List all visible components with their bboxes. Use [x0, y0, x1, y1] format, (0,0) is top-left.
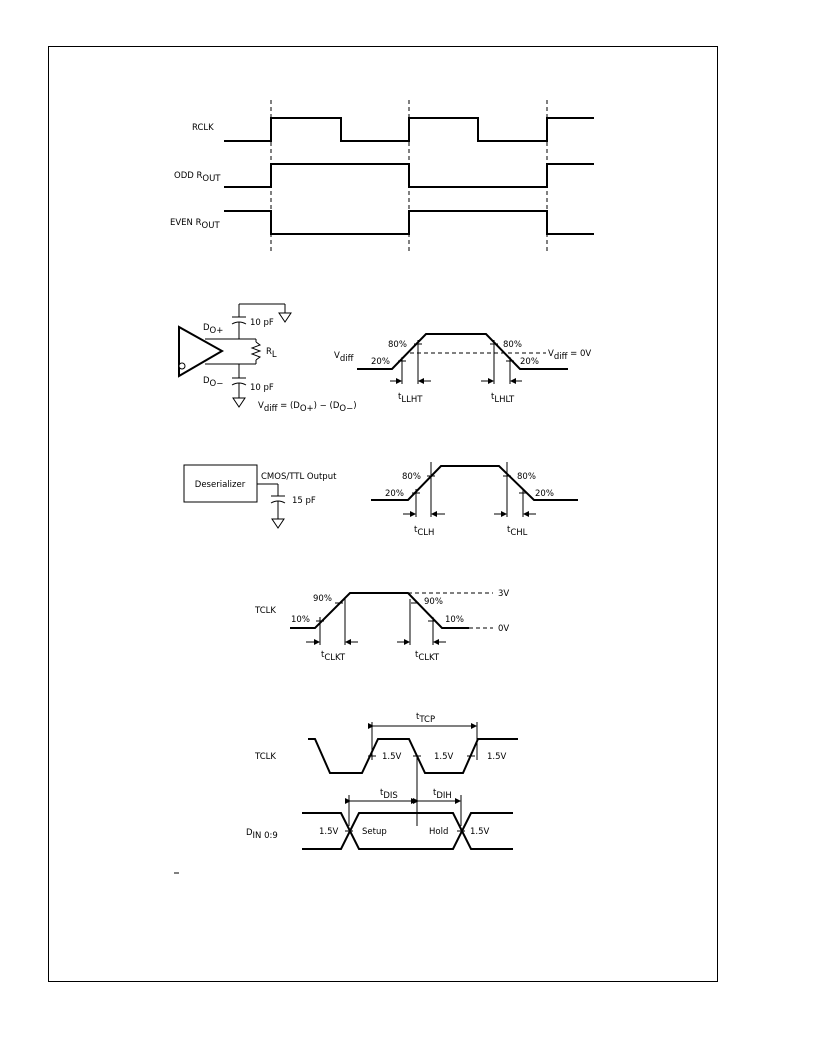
vdiff-waveform: [357, 333, 568, 370]
label-90-left: 90%: [313, 594, 332, 604]
resistor-icon: [250, 341, 262, 361]
label-80-right: 80%: [517, 472, 536, 482]
label-80-right: 80%: [503, 340, 522, 350]
vdiff-axis-label: Vdiff: [334, 351, 355, 364]
din-waveform-upper: [302, 812, 513, 850]
t-llht-label: tLLHT: [398, 392, 423, 405]
lvds-transition-timing: Vdiff 80% 20% 80% 20% Vdiff = 0V tLLHT t…: [334, 333, 591, 405]
t-dis-label: tDIS: [380, 788, 398, 801]
cmos-load-circuit: Deserializer CMOS/TTL Output 15 pF: [183, 464, 337, 529]
driver-inverting-bubble: [178, 362, 186, 370]
hold-label: Hold: [429, 827, 448, 837]
rclk-label: RCLK: [192, 123, 214, 133]
din-label: DIN 0:9: [246, 828, 278, 841]
label-80-left: 80%: [402, 472, 421, 482]
label-90-right: 90%: [424, 597, 443, 607]
ground-icon-top: [278, 312, 292, 323]
page-border: [48, 46, 718, 982]
label-20-left: 20%: [385, 489, 404, 499]
lvds-load-circuit: DO+ DO− 10 pF 10 pF RL Vdiff = (DO+) − (…: [178, 303, 357, 414]
cmos-output-label: CMOS/TTL Output: [261, 472, 337, 482]
cap-top-label: 10 pF: [250, 318, 274, 328]
even-rout-label: EVEN ROUT: [170, 218, 220, 231]
cmos-transition-timing: 80% 20% 80% 20% tCLH tCHL: [371, 462, 578, 538]
label-15v-4: 1.5V: [319, 827, 339, 837]
d-plus-label: DO+: [203, 323, 223, 336]
t-lhlt-label: tLHLT: [491, 392, 515, 405]
tclk-label: TCLK: [254, 606, 276, 616]
label-10-left: 10%: [291, 615, 310, 625]
rl-label: RL: [266, 347, 277, 360]
label-15v-3: 1.5V: [487, 752, 507, 762]
vdiff-formula: Vdiff = (DO+) − (DO−): [258, 401, 357, 414]
driver-triangle: [178, 325, 225, 378]
cap-15pf-label: 15 pF: [292, 496, 316, 506]
t-clh-label: tCLH: [414, 525, 434, 538]
t-tcp-label: tTCP: [416, 712, 435, 725]
cap-bottom-label: 10 pF: [250, 383, 274, 393]
setup-hold-timing: tTCP TCLK 1.5V 1.5V 1.5V tDIS tDIH DIN 0…: [246, 712, 518, 850]
label-20-right: 20%: [535, 489, 554, 499]
label-20-right: 20%: [520, 357, 539, 367]
label-20-left: 20%: [371, 357, 390, 367]
rclk-waveform: [224, 117, 594, 142]
setup-label: Setup: [362, 827, 387, 837]
d-minus-label: DO−: [203, 376, 223, 389]
label-15v-1: 1.5V: [382, 752, 402, 762]
label-0v: 0V: [498, 624, 509, 634]
label-80-left: 80%: [388, 340, 407, 350]
ground-icon-cmos: [271, 518, 285, 529]
label-15v-5: 1.5V: [470, 827, 490, 837]
rclk-output-diagram: RCLK ODD ROUT EVEN ROUT: [170, 100, 594, 252]
label-10-right: 10%: [445, 615, 464, 625]
t-chl-label: tCHL: [507, 525, 528, 538]
vdiff-zero-label: Vdiff = 0V: [548, 349, 591, 362]
t-clkt-left-label: tCLKT: [321, 650, 346, 663]
t-dih-label: tDIH: [433, 788, 452, 801]
tclk-label-2: TCLK: [254, 752, 276, 762]
deserializer-label: Deserializer: [195, 480, 246, 490]
odd-rout-waveform: [224, 163, 594, 188]
tclk-waveform: [290, 592, 469, 629]
label-15v-2: 1.5V: [434, 752, 454, 762]
din-waveform-lower: [302, 812, 513, 850]
label-3v: 3V: [498, 589, 509, 599]
even-rout-waveform: [224, 210, 594, 235]
cmos-waveform: [371, 465, 578, 501]
tclk-transition-timing: TCLK 90% 10% 90% 10% 3V 0V tCLKT tCLKT: [254, 589, 509, 663]
t-clkt-right-label: tCLKT: [415, 650, 440, 663]
ground-icon-bottom: [232, 397, 246, 408]
odd-rout-label: ODD ROUT: [174, 171, 221, 184]
